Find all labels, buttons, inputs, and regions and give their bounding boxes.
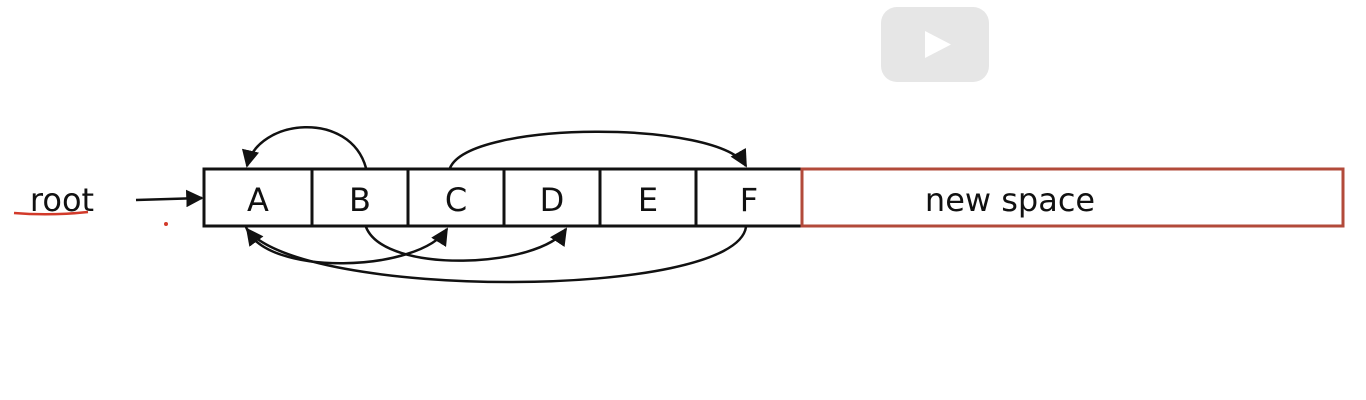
root-pointer-arrow (135, 189, 204, 208)
cell-label-c: C (445, 181, 467, 219)
new-space-label: new space (925, 181, 1095, 219)
arrow-b-to-a (242, 126, 368, 169)
link-arrows (242, 126, 748, 284)
cell-label-d: D (540, 181, 565, 219)
cell-label-b: B (349, 181, 371, 219)
cell-label-e: E (638, 181, 658, 219)
cell-label-f: F (740, 181, 758, 219)
play-icon (925, 31, 951, 58)
arrow-f-to-a (245, 226, 748, 284)
array-cells: A B C D E F (202, 167, 804, 228)
arrow-c-to-f (448, 130, 748, 169)
cell-label-a: A (247, 181, 269, 219)
root-underline (13, 210, 89, 216)
stray-mark (164, 222, 168, 226)
arrow-b-to-d (364, 226, 568, 262)
new-space-box (800, 167, 1345, 228)
video-play-button[interactable] (881, 7, 989, 82)
